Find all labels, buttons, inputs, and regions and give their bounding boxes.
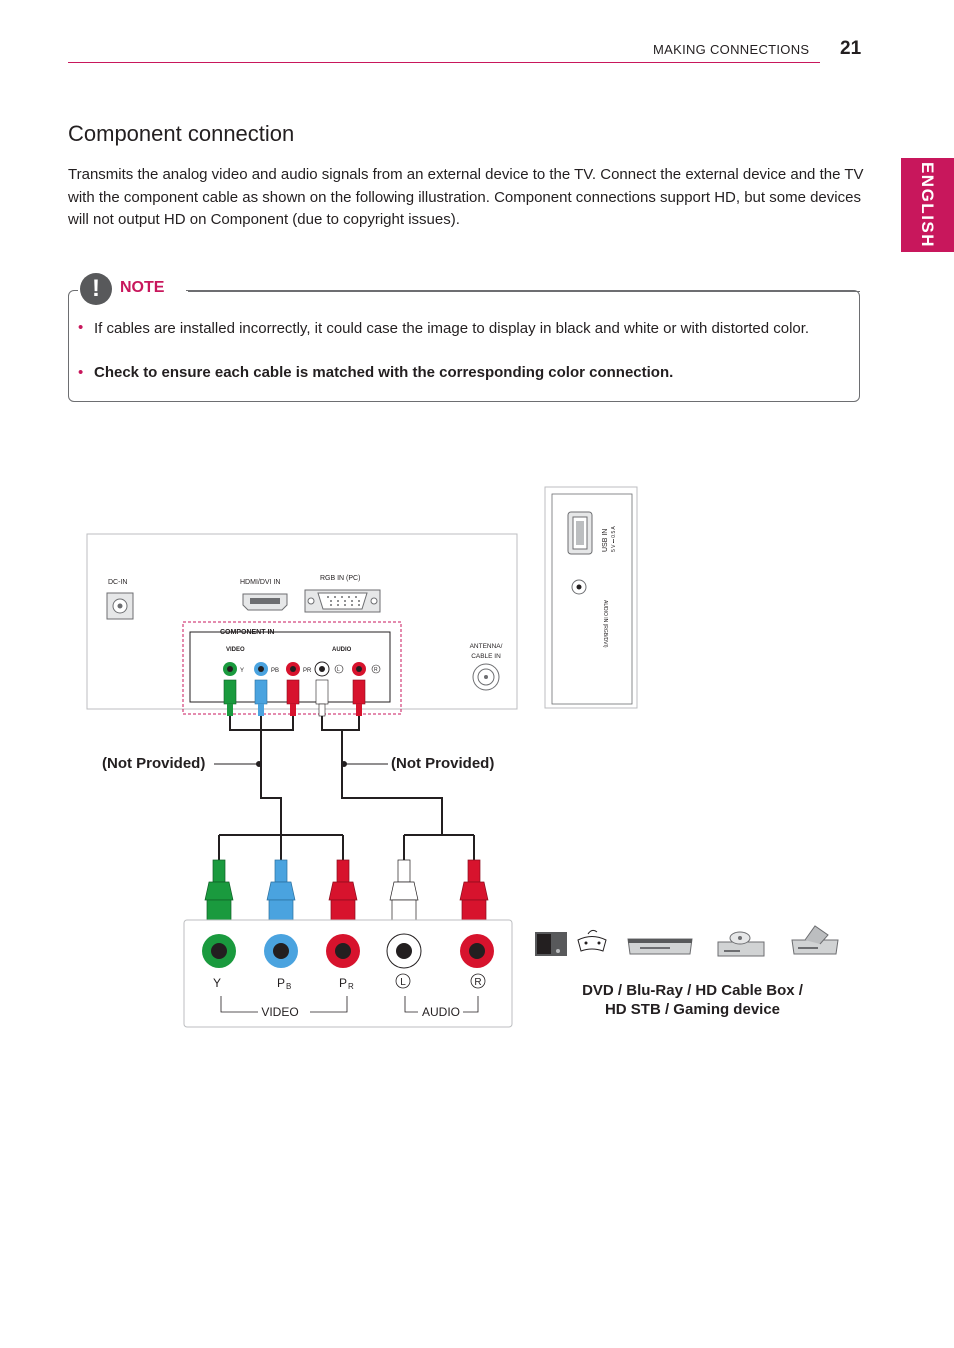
tv-pb-label: PB [271, 668, 279, 674]
note-item-1: If cables are installed incorrectly, it … [94, 320, 810, 337]
game-console-icon [535, 932, 567, 956]
header-rule [68, 62, 820, 63]
language-tab: ENGLISH [901, 158, 954, 252]
device-video-label: VIDEO [261, 1005, 298, 1019]
tv-pr-label: PR [303, 668, 312, 674]
usb-in-label: USB IN [602, 529, 609, 552]
header-section-label: MAKING CONNECTIONS [653, 42, 810, 57]
device-jacks [202, 933, 494, 969]
tv-r-marker [371, 664, 381, 674]
page-number: 21 [840, 38, 862, 59]
device-audio-label: AUDIO [422, 1005, 460, 1019]
device-l-marker [395, 973, 411, 989]
devices-label-line-2: HD STB / Gaming device [604, 1001, 781, 1018]
gamepad-icon [577, 929, 607, 952]
exclamation-icon: ! [80, 273, 112, 305]
tv-y-label: Y [240, 668, 244, 674]
device-pb-sub: B [286, 982, 291, 991]
tv-side-plugs [223, 679, 366, 717]
device-icons [535, 925, 839, 957]
cable-in-label: CABLE IN [471, 653, 501, 660]
blu-ray-player-icon [627, 938, 693, 955]
note-rule [188, 291, 860, 292]
component-video-label: VIDEO [226, 647, 245, 653]
device-y-label: Y [213, 976, 221, 990]
note-item-2: Check to ensure each cable is matched wi… [94, 364, 674, 381]
device-r-label: R [474, 977, 481, 988]
devices-label-line-1: DVD / Blu-Ray / HD Cable Box / [582, 982, 803, 999]
hdmi-label: HDMI/DVI IN [240, 579, 280, 586]
not-provided-label-right: (Not Provided) [391, 755, 494, 772]
component-audio-label: AUDIO [332, 647, 352, 653]
device-pb-label: P [277, 976, 285, 990]
intro-paragraph: Transmits the analog video and audio sig… [68, 166, 864, 228]
set-top-box-icon [791, 925, 839, 955]
tv-l-label: L [337, 667, 340, 673]
dvd-player-icon [717, 931, 765, 957]
cable-leaders [214, 761, 388, 767]
device-pr-label: P [339, 976, 347, 990]
usb-rating-label: 5 V ⎓ 0.5 A [611, 526, 617, 552]
antenna-label: ANTENNA/ [470, 643, 503, 650]
component-in-label: COMPONENT IN [220, 629, 274, 636]
device-pr-sub: R [348, 982, 354, 991]
audio-in-label: AUDIO IN (RGB/DVI) [602, 600, 608, 648]
bullet: • [78, 364, 84, 381]
tv-r-label: R [374, 667, 378, 673]
not-provided-label-left: (Not Provided) [102, 755, 205, 772]
note-label: NOTE [120, 279, 165, 296]
note-box [68, 290, 860, 402]
dc-in-label: DC-IN [108, 579, 127, 586]
tv-component-jacks [223, 661, 366, 677]
group-brackets [220, 996, 479, 1013]
rgb-label: RGB IN (PC) [320, 575, 360, 582]
page-title: Component connection [68, 121, 295, 146]
tv-l-marker [334, 664, 344, 674]
cable-lines [218, 716, 475, 860]
bullet: • [78, 319, 84, 336]
device-r-marker [470, 973, 486, 989]
device-l-label: L [400, 977, 406, 988]
